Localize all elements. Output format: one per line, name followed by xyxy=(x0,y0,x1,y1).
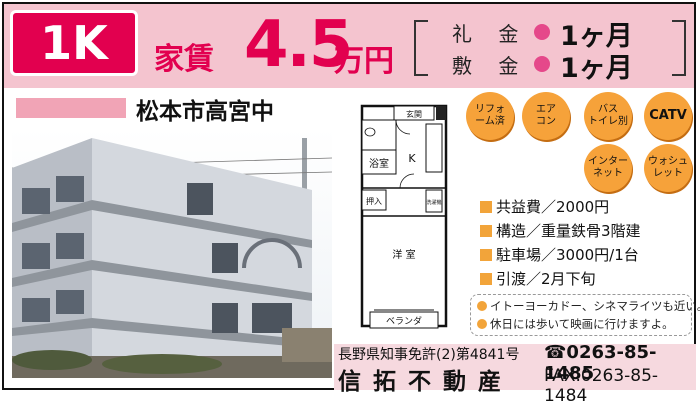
note-item: イトーヨーカドー、シネマライツも近い。 xyxy=(477,297,700,315)
square-bullet-icon xyxy=(480,249,492,261)
spec-common-fee: 共益費／2000円 xyxy=(480,195,700,219)
entrance-label: 玄関 xyxy=(406,109,422,119)
bracket-right xyxy=(672,20,686,76)
building-photo-illustration xyxy=(12,128,332,378)
bullet-dot-icon xyxy=(534,24,550,40)
building-photo xyxy=(12,128,332,378)
room-label: 洋 室 xyxy=(392,248,415,261)
amenity-renovated: リフォ ーム済 xyxy=(466,92,514,140)
floorplan-diagram: 玄関 浴室 K 押入 洗濯機 洋 室 xyxy=(360,104,448,329)
closet-label: 押入 xyxy=(366,196,382,206)
footer-background xyxy=(334,344,696,390)
property-specs: 共益費／2000円 構造／重量鉄骨3階建 駐車場／3000円/1台 引渡／2月下… xyxy=(480,195,700,291)
rent-unit: 万円 xyxy=(334,44,394,79)
square-bullet-icon xyxy=(480,273,492,285)
bracket-left xyxy=(414,20,428,76)
notes-box: イトーヨーカドー、シネマライツも近い。 休日には歩いて映画に行けますよ。 xyxy=(470,294,700,336)
fees-panel: 礼 金 1ヶ月 敷 金 1ヶ月 xyxy=(414,14,686,84)
bullet-dot-icon xyxy=(534,56,550,72)
rent-value: 4.5 xyxy=(244,8,353,82)
square-bullet-icon xyxy=(480,201,492,213)
listing-header: 1K 家賃 4.5 万円 礼 金 1ヶ月 敷 金 1ヶ月 xyxy=(4,4,694,88)
key-money-value: 1ヶ月 xyxy=(560,21,633,52)
key-money-label: 礼 金 xyxy=(452,22,529,46)
balcony-label: ベランダ xyxy=(386,315,422,327)
license-number: 長野県知事免許(2)第4841号 xyxy=(338,347,520,363)
fax-number: FAX.0263-85-1484 xyxy=(544,366,659,406)
deposit-row: 敷 金 1ヶ月 xyxy=(446,50,666,84)
spec-parking: 駐車場／3000円/1台 xyxy=(480,243,700,267)
spec-structure: 構造／重量鉄骨3階建 xyxy=(480,219,700,243)
bathroom-label: 浴室 xyxy=(369,157,389,170)
layout-type-badge: 1K xyxy=(10,10,138,76)
bullet-dot-icon xyxy=(477,319,487,329)
key-money-row: 礼 金 1ヶ月 xyxy=(446,18,666,52)
deposit-label: 敷 金 xyxy=(452,54,529,78)
kitchen-label: K xyxy=(408,152,416,165)
spec-move-in: 引渡／2月下旬 xyxy=(480,267,700,291)
amenity-aircon: エア コン xyxy=(522,92,570,140)
amenity-separate-bath: バス トイレ別 xyxy=(584,92,632,140)
rent-label: 家賃 xyxy=(154,42,214,77)
note-item: 休日には歩いて映画に行けますよ。 xyxy=(477,315,685,333)
floorplan: 玄関 浴室 K 押入 洗濯機 洋 室 xyxy=(354,98,454,334)
amenity-internet: インター ネット xyxy=(584,144,632,192)
amenity-catv: CATV xyxy=(644,92,692,140)
washer-label: 洗濯機 xyxy=(426,199,441,206)
deposit-value: 1ヶ月 xyxy=(560,53,633,84)
bullet-dot-icon xyxy=(477,301,487,311)
address: 松本市高宮中 xyxy=(136,99,274,125)
address-accent-bar xyxy=(16,98,126,118)
company-name: 信拓不動産 xyxy=(338,369,513,395)
phone-number: ☎0263-85-1485 xyxy=(544,342,657,384)
amenity-washlet: ウォシュ レット xyxy=(644,144,692,192)
square-bullet-icon xyxy=(480,225,492,237)
